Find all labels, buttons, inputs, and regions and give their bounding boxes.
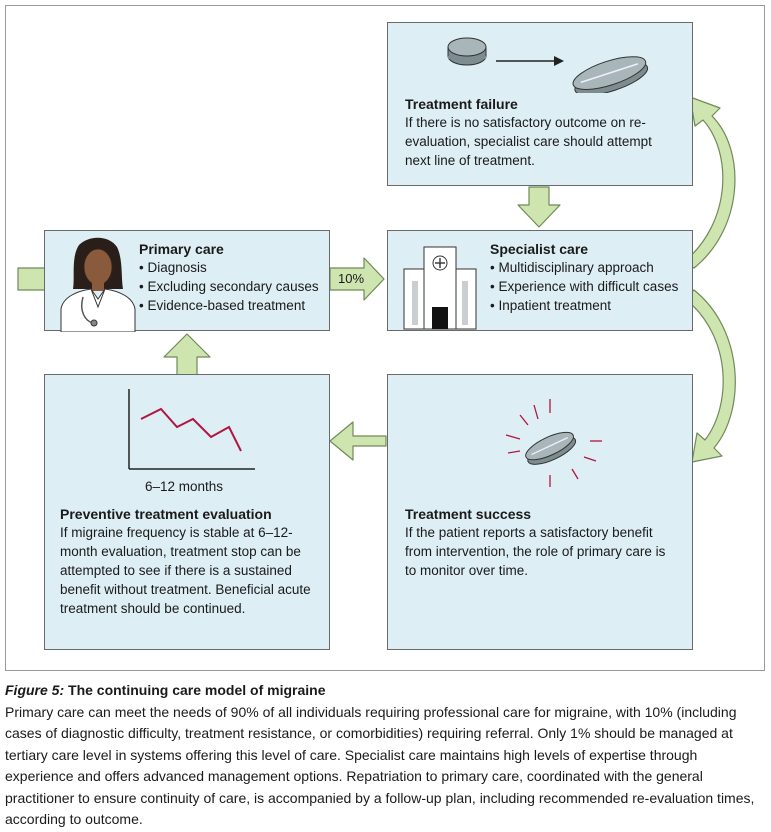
caption-body: Primary care can meet the needs of 90% o… — [5, 703, 755, 828]
specialist-care-list: Multidisciplinary approach Experience wi… — [490, 258, 690, 315]
figure-frame — [5, 5, 765, 671]
specialist-care-box: Specialist care Multidisciplinary approa… — [387, 230, 693, 331]
list-item: Inpatient treatment — [490, 296, 690, 315]
preventive-evaluation-box: 6–12 months Preventive treatment evaluat… — [44, 374, 330, 650]
trend-chart-icon — [128, 389, 255, 470]
primary-care-list: Diagnosis Excluding secondary causes Evi… — [139, 258, 327, 315]
treatment-failure-title: Treatment failure — [405, 96, 518, 112]
success-to-preventive-arrow — [329, 421, 387, 461]
pill-icon — [447, 37, 487, 66]
pill-transition-icons — [447, 37, 649, 93]
figure-caption: Figure 5: The continuing care model of m… — [5, 680, 765, 831]
chart-period-label: 6–12 months — [145, 479, 224, 494]
hospital-icon — [403, 246, 477, 330]
list-item: Experience with difficult cases — [490, 277, 690, 296]
primary-care-title: Primary care — [139, 241, 224, 257]
treatment-success-text: If the patient reports a satisfactory be… — [405, 525, 666, 578]
treatment-success-box: Treatment success If the patient reports… — [387, 374, 693, 650]
preventive-title: Preventive treatment evaluation — [60, 506, 272, 522]
entry-arrow — [17, 267, 47, 291]
list-item: Diagnosis — [139, 258, 327, 277]
specialist-to-success-curve — [683, 289, 736, 463]
caption-figure-label: Figure 5: — [5, 682, 65, 698]
treatment-success-title: Treatment success — [405, 506, 532, 522]
flat-pill-icon — [572, 56, 649, 93]
treatment-failure-box: Treatment failure If there is no satisfa… — [387, 22, 693, 186]
effective-pill-icon — [505, 399, 602, 487]
list-item: Excluding secondary causes — [139, 277, 327, 296]
list-item: Evidence-based treatment — [139, 296, 327, 315]
doctor-icon — [60, 237, 136, 332]
arrow-right-icon — [496, 56, 564, 66]
referral-arrow — [329, 257, 385, 301]
specialist-care-title: Specialist care — [490, 241, 589, 257]
caption-title: The continuing care model of migraine — [68, 682, 326, 698]
treatment-failure-text: If there is no satisfactory outcome on r… — [405, 115, 652, 168]
failure-to-specialist-arrow — [517, 186, 561, 228]
primary-care-box: Primary care Diagnosis Excluding seconda… — [44, 230, 330, 332]
preventive-text: If migraine frequency is stable at 6–12-… — [60, 525, 311, 616]
list-item: Multidisciplinary approach — [490, 258, 690, 277]
preventive-to-primary-arrow — [163, 333, 211, 376]
referral-label: 10% — [338, 271, 365, 286]
